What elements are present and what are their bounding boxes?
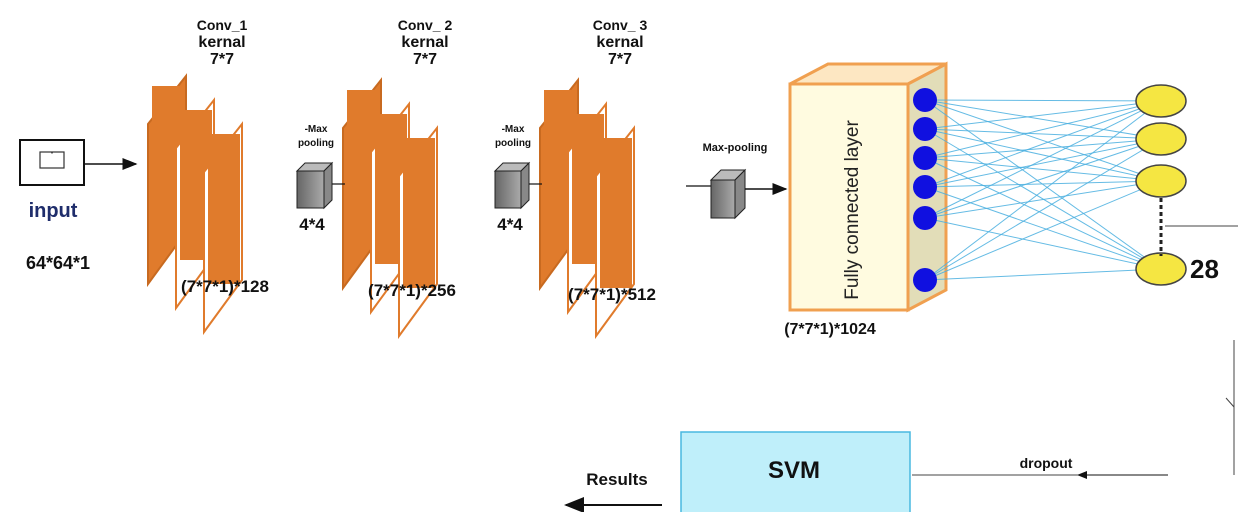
conv-shape: (7*7*1)*512 xyxy=(568,285,656,304)
dropout-label: dropout xyxy=(1020,455,1073,471)
connection-edge xyxy=(924,138,1162,159)
pool-1-label-line2: pooling xyxy=(298,138,334,149)
pool-3-face xyxy=(710,179,736,219)
conv-kernel-word: kernal xyxy=(401,34,448,51)
connection-edge xyxy=(924,138,1162,281)
conv-kernel-size: 7*7 xyxy=(210,51,234,68)
svm-label: SVM xyxy=(768,457,820,484)
feature-map xyxy=(203,121,243,336)
conv-name: Conv_1 xyxy=(197,17,248,33)
output-neurons xyxy=(1135,84,1187,286)
input-box xyxy=(19,139,85,186)
fc-shape: (7*7*1)*1024 xyxy=(784,321,876,338)
output-neuron xyxy=(1135,252,1187,286)
connection-edge xyxy=(924,100,1162,130)
feature-map xyxy=(398,125,438,340)
pool-2-right xyxy=(520,161,530,210)
fc-output-edges xyxy=(924,99,1162,281)
results-block: Results xyxy=(564,470,662,512)
connection-edge xyxy=(924,180,1162,188)
connection-edge xyxy=(924,217,1162,270)
input-size: 64*64*1 xyxy=(26,253,90,273)
fc-layer: Fully connected layer (7*7*1)*1024 xyxy=(784,61,948,338)
fc-front xyxy=(788,82,910,312)
pool-2-face xyxy=(494,170,522,209)
conv-name: Conv_ 2 xyxy=(398,17,453,33)
connection-edge xyxy=(924,128,1162,182)
pool-3: Max-pooling xyxy=(686,142,788,220)
pool-2-label-line1: -Max xyxy=(502,124,525,135)
connection-edge xyxy=(924,268,1162,281)
input-node: ̇ input 64*64*1 xyxy=(19,139,138,273)
results-label: Results xyxy=(586,470,647,489)
input-icon-frame xyxy=(39,151,65,169)
fc-neurons xyxy=(913,88,937,292)
fc-neuron xyxy=(913,117,937,141)
conv-shape: (7*7*1)*128 xyxy=(181,277,269,296)
pool-1-label-line1: -Max xyxy=(305,124,328,135)
fc-neuron xyxy=(913,268,937,292)
connection-edge xyxy=(924,138,1162,219)
output-neuron xyxy=(1135,84,1187,118)
conv-kernel-word: kernal xyxy=(198,34,245,51)
fc-neuron xyxy=(913,88,937,112)
connection-edge xyxy=(924,157,1162,270)
pool-1: -Max pooling 4*4 xyxy=(295,124,345,234)
feature-map-face xyxy=(600,138,632,288)
connection-edge xyxy=(924,99,1162,182)
fc-neuron xyxy=(913,206,937,230)
fc-neuron xyxy=(913,146,937,170)
connection-edge xyxy=(924,186,1162,270)
conv-name: Conv_ 3 xyxy=(593,17,648,33)
connection-edge xyxy=(924,180,1162,219)
pool-1-face xyxy=(296,170,325,209)
connection-edge xyxy=(924,100,1162,159)
connection-edge xyxy=(924,180,1162,281)
pool-1-size: 4*4 xyxy=(299,215,325,234)
output-neuron xyxy=(1135,122,1187,156)
dropout-path: dropout xyxy=(912,225,1238,479)
pool-2: -Max pooling 4*4 xyxy=(493,124,542,234)
output-count: 28 xyxy=(1190,254,1219,284)
connection-edge xyxy=(924,100,1162,281)
feature-map-face xyxy=(403,138,435,288)
svm-block: SVM xyxy=(680,431,911,512)
connection-edge xyxy=(924,128,1162,140)
conv-kernel-size: 7*7 xyxy=(413,51,437,68)
pool-1-right xyxy=(323,161,333,210)
output-neuron xyxy=(1135,164,1187,198)
feature-map xyxy=(595,125,635,340)
conv-kernel-size: 7*7 xyxy=(608,51,632,68)
feature-map-face xyxy=(208,134,240,284)
connection-edge xyxy=(924,99,1162,102)
connection-edge xyxy=(924,100,1162,188)
connection-edge xyxy=(924,157,1162,182)
bracket-tick xyxy=(1225,397,1235,408)
input-label: input xyxy=(29,200,78,222)
connection-edge xyxy=(924,99,1162,140)
pool-2-size: 4*4 xyxy=(497,215,523,234)
fc-label: Fully connected layer xyxy=(842,120,863,300)
connection-edge xyxy=(924,138,1162,188)
conv-shape: (7*7*1)*256 xyxy=(368,281,456,300)
svm-box xyxy=(680,431,911,512)
conv-kernel-word: kernal xyxy=(596,34,643,51)
pool-2-label-line2: pooling xyxy=(495,138,531,149)
fc-neuron xyxy=(913,175,937,199)
pool-3-label: Max-pooling xyxy=(703,142,768,154)
connection-edge xyxy=(924,100,1162,219)
